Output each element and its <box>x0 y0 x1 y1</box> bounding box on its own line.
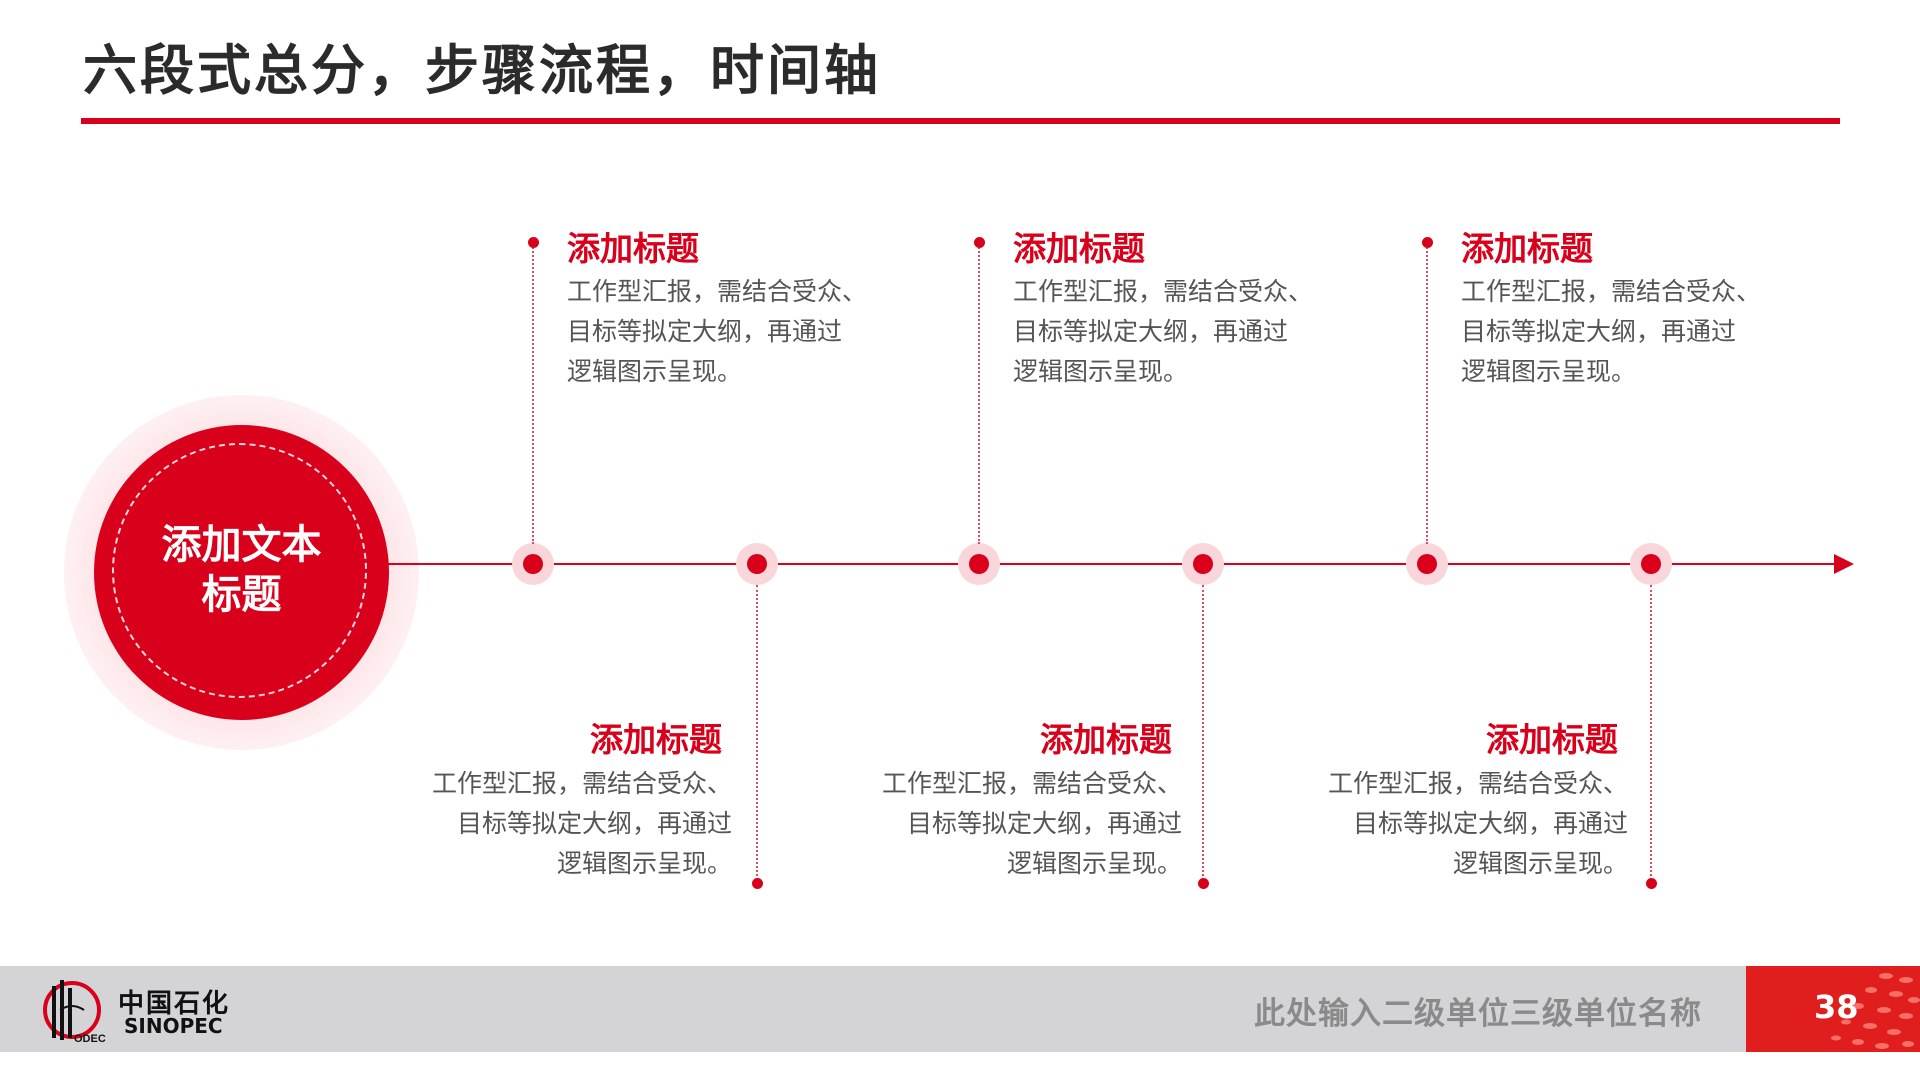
step-title[interactable]: 添加标题 <box>567 229 699 268</box>
step-title[interactable]: 添加标题 <box>1040 720 1172 759</box>
timeline-axis <box>380 563 1845 565</box>
step-body[interactable]: 工作型汇报，需结合受众、 目标等拟定大纲，再通过 逻辑图示呈现。 <box>1461 277 1762 386</box>
center-title[interactable]: 添加文本 标题 <box>94 520 389 620</box>
timeline-node <box>512 543 554 585</box>
sinopec-logo-icon: ODEC <box>38 976 110 1050</box>
timeline-node <box>1630 543 1672 585</box>
connector-line <box>978 244 980 544</box>
footer-bar <box>0 966 1920 1052</box>
connector-dot <box>752 878 763 889</box>
page-title: 六段式总分，步骤流程，时间轴 <box>83 39 881 102</box>
timeline-node <box>736 543 778 585</box>
connector-dot <box>528 237 539 248</box>
page-number: 38 <box>1814 988 1859 1026</box>
connector-dot <box>974 237 985 248</box>
step-body[interactable]: 工作型汇报，需结合受众、 目标等拟定大纲，再通过 逻辑图示呈现。 <box>431 769 732 878</box>
step-title[interactable]: 添加标题 <box>1486 720 1618 759</box>
step-title[interactable]: 添加标题 <box>1461 229 1593 268</box>
title-underline <box>81 118 1840 124</box>
connector-line <box>1202 585 1204 880</box>
arrow-right-icon <box>1834 554 1854 574</box>
connector-line <box>1426 244 1428 544</box>
unit-name-text[interactable]: 此处输入二级单位三级单位名称 <box>1254 996 1702 1032</box>
connector-line <box>532 244 534 544</box>
svg-text:ODEC: ODEC <box>74 1033 106 1045</box>
step-body[interactable]: 工作型汇报，需结合受众、 目标等拟定大纲，再通过 逻辑图示呈现。 <box>1013 277 1314 386</box>
logo-english-text: SINOPEC <box>124 1014 223 1038</box>
center-title-line1: 添加文本 <box>161 522 322 568</box>
center-title-line2: 标题 <box>201 572 282 618</box>
connector-dot <box>1422 237 1433 248</box>
page-number-box: 38 <box>1746 966 1920 1052</box>
decorative-dots <box>1831 973 1920 1049</box>
connector-dot <box>1646 878 1657 889</box>
step-body[interactable]: 工作型汇报，需结合受众、 目标等拟定大纲，再通过 逻辑图示呈现。 <box>567 277 868 386</box>
connector-line <box>1650 585 1652 880</box>
center-circle-dashed-ring <box>112 443 367 698</box>
logo-chinese-text: 中国石化 <box>118 989 231 1019</box>
timeline-node <box>1406 543 1448 585</box>
step-body[interactable]: 工作型汇报，需结合受众、 目标等拟定大纲，再通过 逻辑图示呈现。 <box>1327 769 1628 878</box>
timeline-node <box>958 543 1000 585</box>
step-body[interactable]: 工作型汇报，需结合受众、 目标等拟定大纲，再通过 逻辑图示呈现。 <box>881 769 1182 878</box>
step-title[interactable]: 添加标题 <box>1013 229 1145 268</box>
connector-line <box>756 585 758 880</box>
connector-dot <box>1198 878 1209 889</box>
timeline-node <box>1182 543 1224 585</box>
step-title[interactable]: 添加标题 <box>590 720 722 759</box>
